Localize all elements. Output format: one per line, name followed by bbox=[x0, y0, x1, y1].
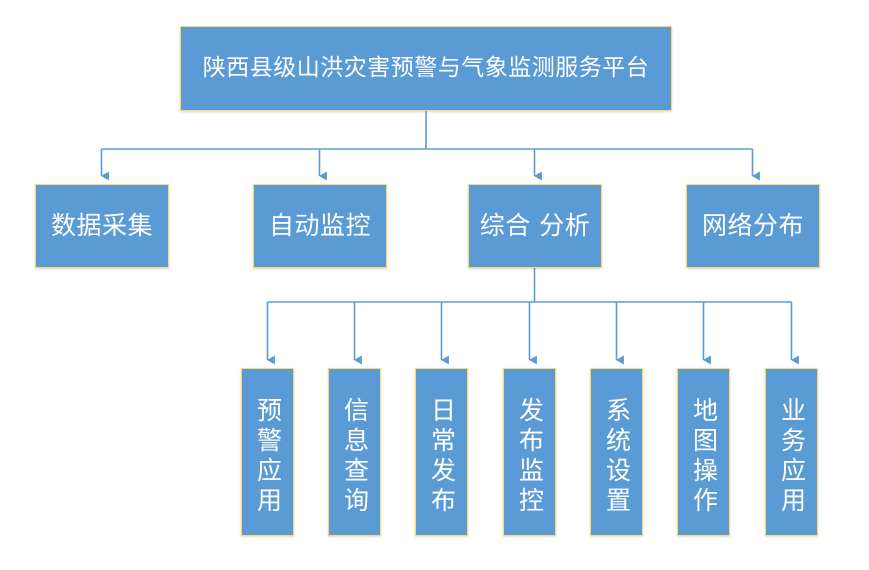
node-map-operations[interactable]: 地图操作 bbox=[677, 368, 730, 536]
node-comprehensive-analysis[interactable]: 综合 分析 bbox=[468, 184, 602, 268]
node-network-distribution[interactable]: 网络分布 bbox=[686, 184, 820, 268]
root-node-platform-title[interactable]: 陕西县级山洪灾害预警与气象监测服务平台 bbox=[180, 26, 672, 111]
node-business-application[interactable]: 业务应用 bbox=[765, 368, 818, 536]
node-system-settings[interactable]: 系统设置 bbox=[590, 368, 643, 536]
node-daily-publishing[interactable]: 日常发布 bbox=[415, 368, 468, 536]
node-publishing-monitoring[interactable]: 发布监控 bbox=[503, 368, 556, 536]
node-warning-application[interactable]: 预警应用 bbox=[241, 368, 294, 536]
node-automatic-monitoring[interactable]: 自动监控 bbox=[253, 184, 387, 268]
node-data-collection[interactable]: 数据采集 bbox=[35, 184, 169, 268]
node-information-query[interactable]: 信息查询 bbox=[328, 368, 381, 536]
